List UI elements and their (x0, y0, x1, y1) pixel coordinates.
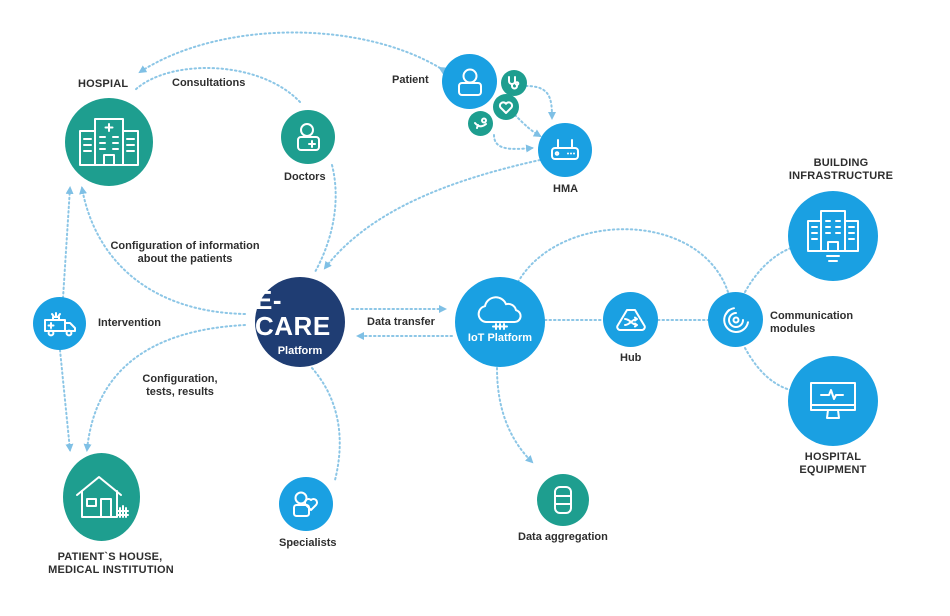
baby-icon (473, 117, 487, 129)
connector-comm-equipment (744, 347, 791, 391)
doctor-icon (297, 123, 320, 151)
hospital-equipment-label-line1: HOSPITAL (804, 451, 862, 463)
hospital-node[interactable] (65, 98, 153, 186)
ecare-title: E-CARE (255, 285, 331, 341)
specialists-label: Specialists (279, 537, 337, 549)
communication-modules-node[interactable] (708, 292, 763, 347)
connector-ecare-specialists (311, 367, 341, 481)
edge-label-consultations: Consultations (172, 77, 246, 89)
connector-patient-hospital (138, 31, 448, 75)
hma-label: HMA (553, 183, 579, 195)
ecare-subtitle: Platform (277, 345, 323, 357)
edge-label-config-tests-line1: Configuration, (142, 373, 218, 385)
ambulance-icon (43, 311, 76, 336)
building-label-line1: BUILDING (813, 157, 869, 169)
edge-label-config-info-line1: Configuration of information (110, 240, 260, 252)
connector-ecare-hospital (79, 186, 246, 315)
connector-iot-aggregation (496, 367, 534, 464)
connector-ambulance-house (59, 349, 74, 452)
stethoscope-icon (508, 76, 520, 90)
connector-stethoscope-hma (525, 85, 556, 120)
connector-iot-comm-arc (517, 228, 729, 293)
building-node[interactable] (788, 191, 878, 281)
patients-house-node[interactable] (63, 453, 140, 541)
edge-label-config-tests-line2: tests, results (146, 386, 214, 398)
cloud-icon (477, 296, 522, 330)
hub-node[interactable] (603, 292, 658, 347)
doctors-node[interactable] (281, 110, 335, 164)
connector-hma-ecare (323, 159, 541, 270)
data-aggregation-node[interactable] (537, 474, 589, 526)
edge-label-data-transfer: Data transfer (367, 316, 435, 328)
house-icon (75, 476, 129, 518)
patient-icon (457, 68, 482, 96)
connector-doctors-ecare (314, 164, 337, 273)
edge-label-config-info-line2: about the patients (137, 253, 233, 265)
hospital-building-icon (79, 118, 139, 166)
baby-node[interactable] (468, 111, 493, 136)
connector-ambulance-hospital (62, 186, 74, 299)
iot-platform-label: IoT Platform (467, 332, 533, 344)
ecare-platform-node[interactable]: E-CARE Platform (255, 277, 345, 367)
connector-ecare-house (83, 324, 246, 452)
communication-modules-label-line1: Communication (770, 310, 854, 322)
signal-waves-icon (722, 306, 749, 333)
connector-heart-hma (514, 114, 542, 138)
doctors-label: Doctors (284, 171, 326, 183)
hospital-equipment-node[interactable] (788, 356, 878, 446)
iot-platform-node[interactable]: IoT Platform (455, 277, 545, 367)
building-icon (807, 210, 859, 262)
data-aggregation-label: Data aggregation (518, 531, 608, 543)
edge-label-intervention: Intervention (98, 317, 161, 329)
router-icon (551, 139, 579, 160)
patient-node[interactable] (442, 54, 497, 109)
hub-label: Hub (620, 352, 642, 364)
specialists-node[interactable] (279, 477, 333, 531)
patient-label: Patient (392, 74, 429, 86)
hospital-label: HOSPIAL (78, 78, 129, 90)
database-icon (554, 486, 572, 514)
ambulance-node[interactable] (33, 297, 86, 350)
stethoscope-node[interactable] (501, 70, 527, 96)
heart-node[interactable] (493, 94, 519, 120)
communication-modules-label-line2: modules (770, 323, 816, 335)
patients-house-label-line1: PATIENT`S HOUSE, (57, 551, 163, 563)
patients-house-label-line2: MEDICAL INSTITUTION (48, 564, 174, 576)
building-label-line2: INFRASTRUCTURE (788, 170, 894, 182)
hma-node[interactable] (538, 123, 592, 177)
hospital-equipment-label-line2: EQUIPMENT (799, 464, 867, 476)
monitor-heartbeat-icon (810, 382, 856, 419)
hub-icon (615, 308, 646, 331)
specialist-icon (293, 491, 319, 517)
connector-baby-hma (493, 134, 534, 153)
heart-icon (498, 100, 514, 114)
